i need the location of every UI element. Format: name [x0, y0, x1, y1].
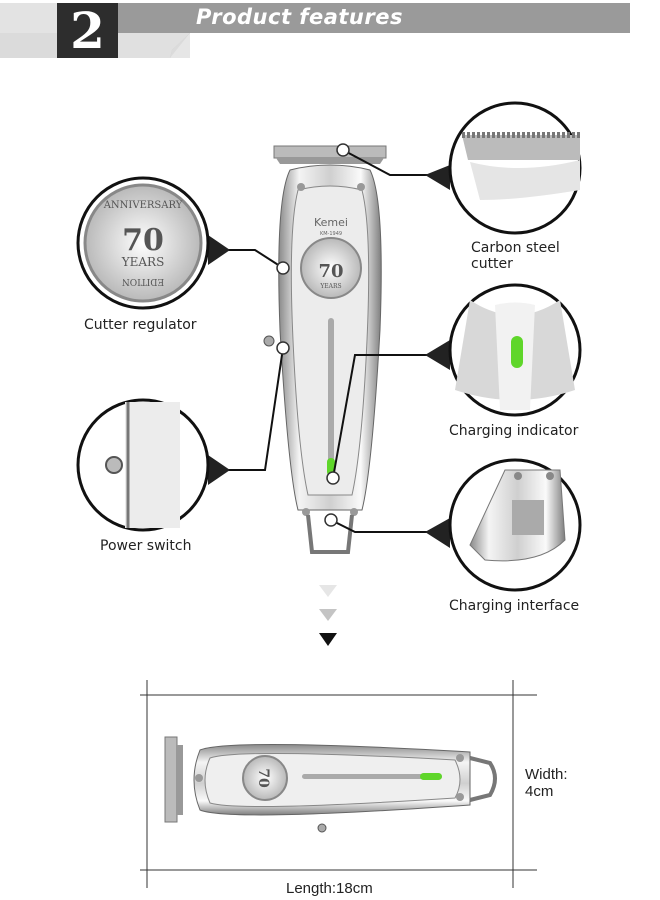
- section-number: 2: [57, 3, 118, 58]
- label-line: cutter: [471, 256, 513, 272]
- detail-charging-interface: [425, 458, 582, 592]
- detail-power-switch: [76, 398, 230, 532]
- header-banner: [0, 3, 630, 58]
- svg-text:70: 70: [255, 768, 271, 788]
- badge-number-small: 70: [318, 261, 343, 282]
- brand-logo: Kemei: [314, 216, 348, 229]
- model-label: KM-1949: [320, 231, 342, 237]
- trimmer-side-view: 70: [164, 736, 497, 833]
- width-label: Width:: [525, 766, 568, 783]
- trimmer-front-view: 70 YEARS Kemei KM-1949: [263, 145, 387, 554]
- label-power-switch: Power switch: [100, 538, 192, 554]
- badge-years-small: YEARS: [319, 283, 341, 290]
- label-charging-interface: Charging interface: [449, 598, 580, 614]
- label-carbon-steel-cutter: Carbon steel cutter: [471, 240, 560, 272]
- width-value: 4cm: [525, 783, 554, 800]
- detail-cutter-regulator: ANNIVERSARY 70 YEARS EDITION: [76, 176, 230, 310]
- width-dimension: Width: 4cm: [525, 766, 568, 800]
- badge-top-text: ANNIVERSARY: [103, 200, 183, 211]
- section-title: Product features: [196, 5, 403, 29]
- down-arrows: [319, 585, 337, 646]
- detail-carbon-steel-cutter: [425, 101, 582, 235]
- badge-bottom-text: EDITION: [122, 276, 164, 286]
- detail-charging-indicator: [425, 283, 582, 417]
- label-line: Carbon steel: [471, 240, 560, 256]
- length-dimension: Length:18cm: [286, 880, 373, 897]
- label-charging-indicator: Charging indicator: [449, 423, 579, 439]
- badge-number: 70: [122, 223, 164, 258]
- badge-middle-text: YEARS: [121, 255, 165, 269]
- dimension-frame: [140, 680, 537, 888]
- label-cutter-regulator: Cutter regulator: [84, 317, 197, 333]
